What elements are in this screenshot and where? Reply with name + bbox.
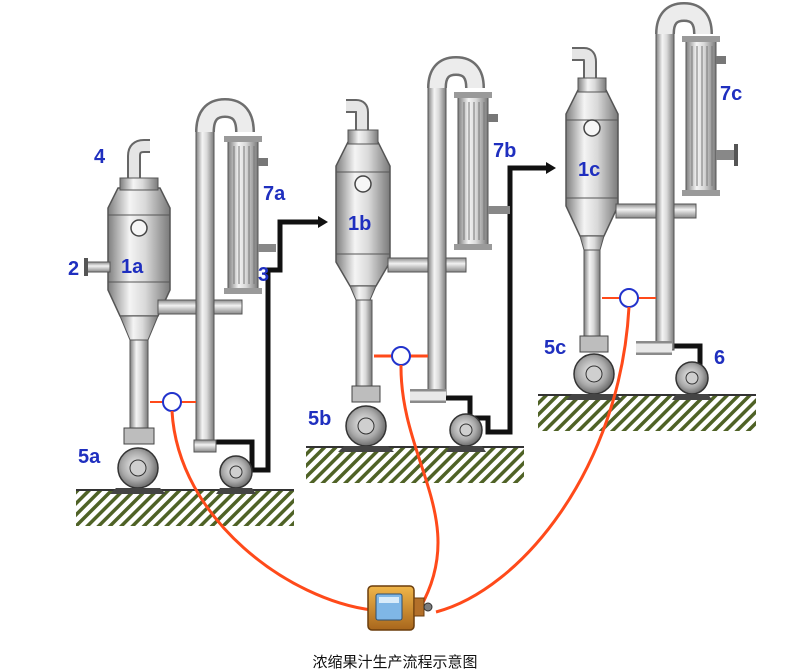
ground-platform-c — [538, 394, 756, 431]
ground-platform-a — [76, 489, 294, 526]
pump-a-discharge — [216, 455, 256, 494]
evaporator-1a — [84, 139, 243, 429]
sensor-circle-icon — [162, 392, 182, 412]
sensor-b — [374, 346, 428, 366]
label-6: 6 — [714, 347, 725, 369]
pump-6 — [672, 361, 712, 400]
label-5b: 5b — [308, 408, 331, 430]
pump-b-discharge — [446, 413, 486, 452]
label-7a: 7a — [263, 183, 286, 205]
controller-device-icon — [367, 585, 433, 631]
label-7c: 7c — [720, 83, 742, 105]
label-1a: 1a — [121, 256, 144, 278]
label-1c: 1c — [578, 159, 600, 181]
condenser-7c — [636, 1, 738, 355]
sensor-circle-icon — [619, 288, 639, 308]
label-5a: 5a — [78, 446, 101, 468]
label-4: 4 — [94, 146, 106, 168]
flow-arrow-c — [546, 162, 556, 174]
label-3: 3 — [258, 264, 269, 286]
condenser-7b — [410, 55, 510, 403]
signal-wires — [170, 306, 631, 614]
evaporator-1c — [565, 47, 697, 337]
label-7b: 7b — [493, 140, 516, 162]
condenser-7a — [193, 97, 276, 453]
flow-arrow-b — [318, 216, 328, 228]
sensor-c — [602, 288, 656, 308]
label-5c: 5c — [544, 337, 566, 359]
sensor-a — [150, 392, 196, 412]
label-1b: 1b — [348, 213, 371, 235]
label-2: 2 — [68, 258, 79, 280]
ground-platform-b — [306, 446, 524, 483]
pump-5a — [110, 427, 166, 494]
sensor-circle-icon — [391, 346, 411, 366]
diagram-caption: 浓缩果汁生产流程示意图 — [312, 653, 477, 671]
pump-5b — [338, 385, 394, 452]
pump-5c — [566, 335, 622, 400]
